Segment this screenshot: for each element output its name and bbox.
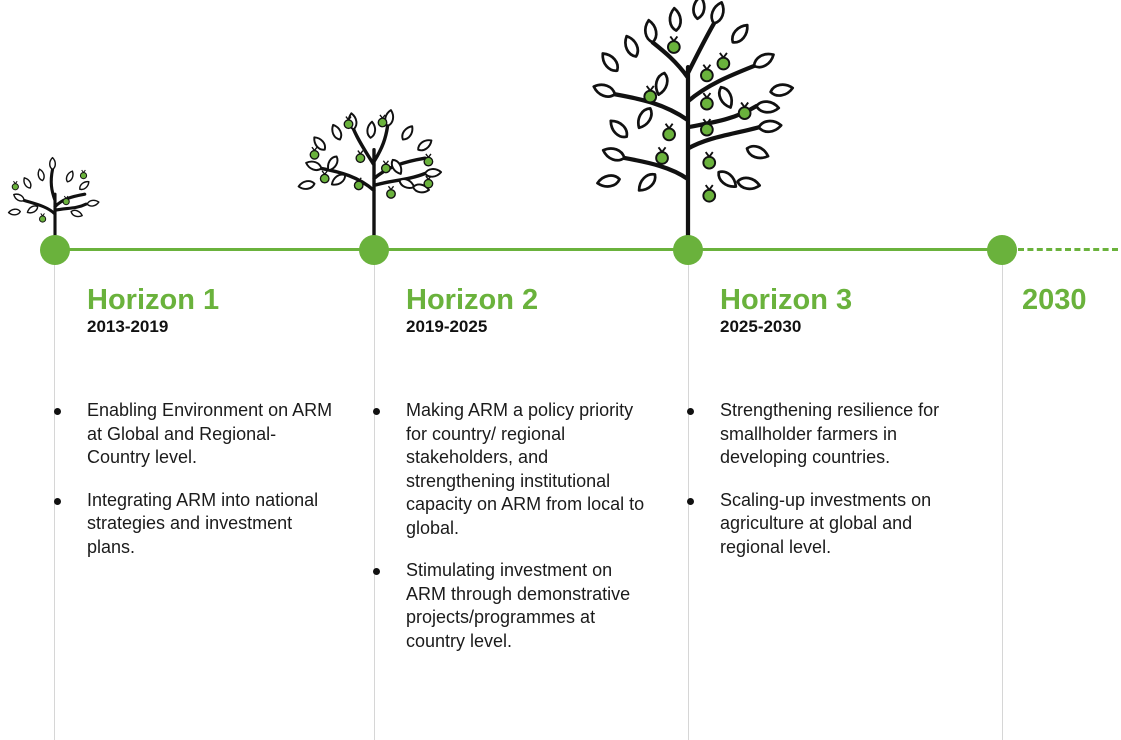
horizon-1-bullet-1: Enabling Environment on ARM at Global an…	[54, 399, 337, 470]
end-year-column: 2030	[1022, 284, 1117, 316]
horizon-2-bullet-1: Making ARM a policy priority for country…	[373, 399, 656, 540]
timeline-line	[55, 248, 990, 251]
end-year-label: 2030	[1022, 284, 1087, 316]
horizon-3-column: Horizon 3 2025-2030 Strengthening resili…	[687, 284, 970, 578]
timeline-dot-1	[40, 235, 70, 265]
horizon-1-bullets: Enabling Environment on ARM at Global an…	[54, 399, 337, 560]
horizon-1-years: 2013-2019	[87, 317, 169, 336]
guide-line-2	[374, 262, 375, 740]
horizon-1-title: Horizon 1	[87, 284, 220, 316]
large-tree-icon	[590, 0, 795, 253]
horizon-3-bullet-2: Scaling-up investments on agriculture at…	[687, 489, 970, 560]
timeline-dot-2	[359, 235, 389, 265]
horizon-2-title: Horizon 2	[406, 284, 539, 316]
timeline-dash-start	[976, 248, 990, 251]
timeline-dash-future	[1018, 248, 1118, 251]
horizon-2-column: Horizon 2 2019-2025 Making ARM a policy …	[373, 284, 656, 672]
horizon-3-bullet-1: Strengthening resilience for smallholder…	[687, 399, 970, 470]
horizon-3-years: 2025-2030	[720, 317, 802, 336]
horizon-2-years: 2019-2025	[406, 317, 488, 336]
timeline-dot-4	[987, 235, 1017, 265]
small-tree-icon	[7, 156, 101, 252]
medium-tree-icon	[296, 108, 443, 252]
horizon-2-bullets: Making ARM a policy priority for country…	[373, 399, 656, 653]
timeline-dot-3	[673, 235, 703, 265]
guide-line-4	[1002, 262, 1003, 740]
horizon-1-column: Horizon 1 2013-2019 Enabling Environment…	[54, 284, 337, 578]
horizon-1-bullet-2: Integrating ARM into national strategies…	[54, 489, 337, 560]
horizon-2-bullet-2: Stimulating investment on ARM through de…	[373, 559, 656, 653]
horizon-3-title: Horizon 3	[720, 284, 853, 316]
horizon-3-bullets: Strengthening resilience for smallholder…	[687, 399, 970, 560]
